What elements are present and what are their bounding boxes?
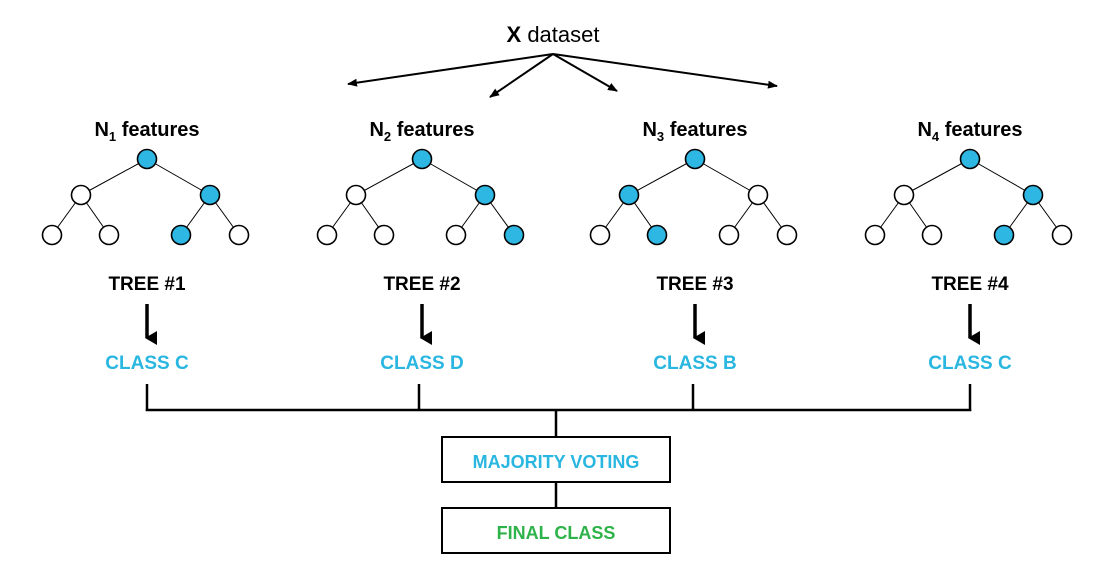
tree-1-features-prefix: N xyxy=(94,119,108,141)
dataset-arrow-1 xyxy=(347,53,554,87)
root-dataset-rest: dataset xyxy=(521,22,599,47)
dataset-arrow-2 xyxy=(489,53,554,98)
tree-2-features-rest: features xyxy=(391,119,474,141)
tree-3-features-rest: features xyxy=(664,119,747,141)
tree-3-node-1 xyxy=(684,148,706,170)
tree-1-node-5 xyxy=(98,224,120,246)
tree-4-features-label: N4 features xyxy=(917,119,1022,144)
tree-1-node-1 xyxy=(136,148,158,170)
tree-2-node-5 xyxy=(373,224,395,246)
tree-2-node-1 xyxy=(411,148,433,170)
dataset-arrow-3 xyxy=(552,53,618,92)
tree-3-node-6 xyxy=(718,224,740,246)
tree-3-label: TREE #3 xyxy=(656,274,733,295)
tree-1-edge-2 xyxy=(146,158,211,196)
majority-voting-label: MAJORITY VOTING xyxy=(473,452,640,472)
tree-2-edge-2 xyxy=(421,158,486,196)
tree-4-node-4 xyxy=(864,224,886,246)
tree-4-label: TREE #4 xyxy=(931,274,1009,295)
tree-1-features-rest: features xyxy=(116,119,199,141)
tree-1-features-subscript: 1 xyxy=(109,129,116,144)
tree-2-features-prefix: N xyxy=(369,119,383,141)
tree-3-edge-2 xyxy=(694,158,759,196)
root-dataset-bold: X xyxy=(507,22,522,47)
dataset-arrow-4 xyxy=(552,53,778,89)
tree-3-node-2 xyxy=(618,184,640,206)
vote-connector xyxy=(145,384,972,508)
tree-2-label: TREE #2 xyxy=(383,274,460,295)
tree-1-node-7 xyxy=(228,224,250,246)
tree-3-edge-1 xyxy=(628,158,696,196)
tree-1-label: TREE #1 xyxy=(108,274,186,295)
tree-4-edge-1 xyxy=(903,158,971,196)
tree-3-features-label: N3 features xyxy=(642,119,747,144)
tree-3-node-5 xyxy=(646,224,668,246)
tree-1-class-label: CLASS C xyxy=(105,353,189,374)
root-dataset-label: X dataset xyxy=(507,22,600,47)
tree-2-edge-1 xyxy=(355,158,423,196)
tree-3-features-subscript: 3 xyxy=(657,129,664,144)
majority-voting-box xyxy=(441,436,671,483)
tree-4-node-6 xyxy=(993,224,1015,246)
tree-1-features-label: N1 features xyxy=(94,119,199,144)
tree-1-node-2 xyxy=(70,184,92,206)
tree-4-node-7 xyxy=(1051,224,1073,246)
tree-1-edge-1 xyxy=(80,158,148,196)
tree-1-node-3 xyxy=(199,184,221,206)
tree-2-node-4 xyxy=(316,224,338,246)
tree-3-features-prefix: N xyxy=(642,119,656,141)
tree-4-features-rest: features xyxy=(939,119,1022,141)
final-class-box xyxy=(441,507,671,554)
final-class-label: FINAL CLASS xyxy=(497,523,616,543)
tree-3-node-4 xyxy=(589,224,611,246)
tree-4-features-prefix: N xyxy=(917,119,931,141)
tree-4-node-3 xyxy=(1022,184,1044,206)
tree-2-node-7 xyxy=(503,224,525,246)
tree-4-node-2 xyxy=(893,184,915,206)
tree-4-class-label: CLASS C xyxy=(928,353,1012,374)
tree-2-features-subscript: 2 xyxy=(384,129,391,144)
tree-2-class-label: CLASS D xyxy=(380,353,463,374)
tree-2-node-6 xyxy=(445,224,467,246)
dataset-arrows xyxy=(347,53,778,98)
tree-4-node-5 xyxy=(921,224,943,246)
tree-3-node-7 xyxy=(776,224,798,246)
tree-1-node-4 xyxy=(41,224,63,246)
tree-2-node-3 xyxy=(474,184,496,206)
tree-4-node-1 xyxy=(959,148,981,170)
tree-2-features-label: N2 features xyxy=(369,119,474,144)
tree-1-node-6 xyxy=(170,224,192,246)
tree-4-edge-2 xyxy=(969,158,1034,196)
tree-2-node-2 xyxy=(345,184,367,206)
tree-4-features-subscript: 4 xyxy=(932,129,940,144)
tree-3-node-3 xyxy=(747,184,769,206)
tree-3-class-label: CLASS B xyxy=(653,353,736,374)
